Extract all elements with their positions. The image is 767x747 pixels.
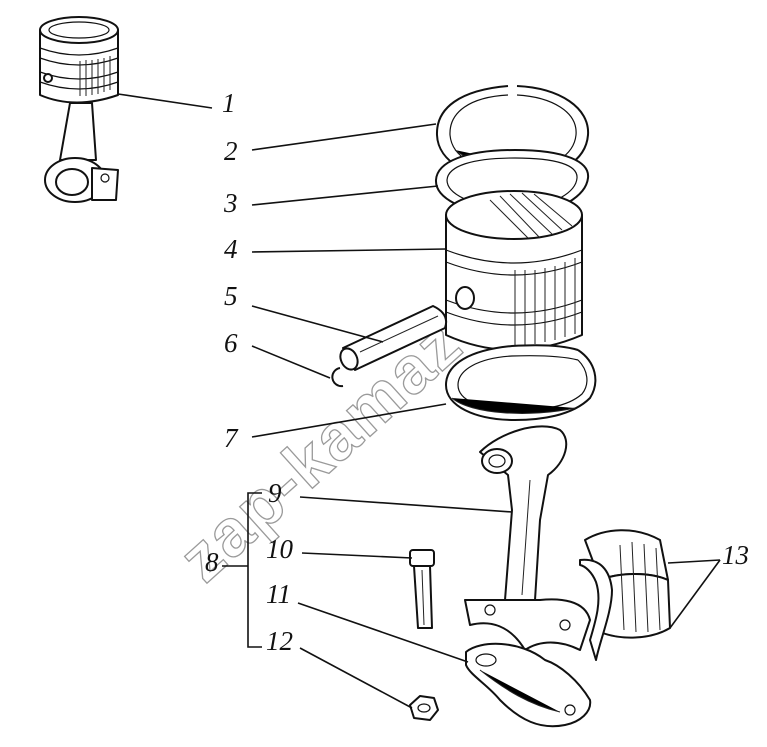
piston-pin [339,305,448,371]
callout-6: 6 [224,328,238,358]
callout-13: 13 [722,540,749,570]
callout-5: 5 [224,281,238,311]
connecting-rod-bolt [409,549,435,629]
callout-1: 1 [222,88,236,118]
connecting-rod [464,425,591,651]
callout-7: 7 [224,423,239,453]
callout-11: 11 [266,579,291,609]
callout-10: 10 [266,534,294,564]
connecting-rod-cap [465,642,592,728]
callout-3: 3 [223,188,238,218]
callout-4: 4 [224,234,238,264]
connecting-rod-nut [409,695,439,721]
callout-9: 9 [268,478,282,508]
callout-labels: 1 2 3 4 5 6 7 8 9 10 11 12 13 [205,88,749,656]
pin-retaining-ring [331,367,344,388]
leader-lines [117,93,721,709]
callout-8: 8 [205,547,219,577]
piston [445,190,583,351]
oil-scraper-ring [445,344,597,421]
callout-2: 2 [224,136,238,166]
connecting-rod-bearing-shells [579,529,671,661]
assembled-piston-rod-thumbnail [39,16,119,203]
callout-12: 12 [266,626,293,656]
